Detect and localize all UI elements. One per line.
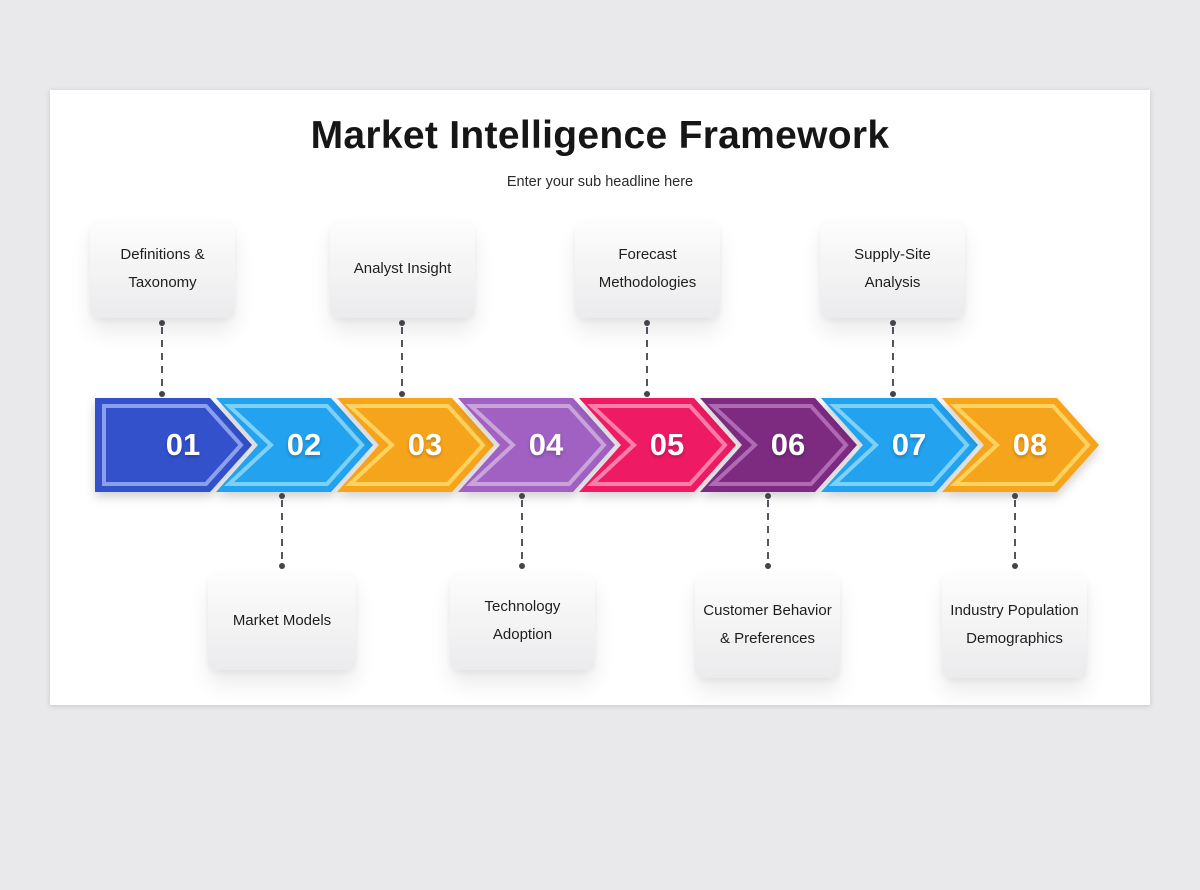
card-step-07: Supply-Site Analysis [820, 220, 965, 318]
card-step-06: Customer Behavior & Preferences [695, 572, 840, 678]
chevron-arrow-icon [216, 398, 373, 492]
timeline-band: 01 02 03 04 [50, 398, 1150, 492]
chevron-step-05-number: 05 [649, 427, 685, 462]
connector-step-04 [521, 500, 523, 562]
card-step-05-label: Forecast Methodologies [598, 246, 697, 291]
chevron-step-06-number: 06 [770, 427, 806, 462]
card-step-08: Industry Population Demographics [942, 572, 1087, 678]
card-step-07-label: Supply-Site Analysis [854, 246, 931, 291]
slide-canvas: Market Intelligence Framework Enter your… [50, 90, 1150, 705]
chevron-step-01-number: 01 [165, 427, 201, 462]
chevron-step-07: 07 [821, 398, 978, 492]
chevron-step-08-number: 08 [1012, 427, 1048, 462]
card-step-04: Technology Adoption [450, 572, 595, 670]
chevron-arrow-icon [579, 398, 736, 492]
connector-step-02 [281, 500, 283, 562]
chevron-step-02-number: 02 [286, 427, 322, 462]
chevron-step-07-number: 07 [891, 427, 927, 462]
chevron-step-04: 04 [458, 398, 615, 492]
chevron-step-04-number: 04 [528, 427, 564, 462]
chevron-step-08: 08 [942, 398, 1099, 492]
chevron-step-02: 02 [216, 398, 373, 492]
card-step-06-label: Customer Behavior & Preferences [703, 602, 832, 647]
chevron-arrow-icon [337, 398, 494, 492]
chevron-step-03-number: 03 [407, 427, 443, 462]
slide-title: Market Intelligence Framework [310, 114, 890, 157]
card-step-05: Forecast Methodologies [575, 220, 720, 318]
chevron-arrow-icon [95, 398, 252, 492]
chevron-arrow-icon [942, 398, 1099, 492]
card-step-08-label: Industry Population Demographics [950, 602, 1079, 647]
slide-subtitle: Enter your sub headline here [506, 174, 694, 190]
chevron-step-06: 06 [700, 398, 857, 492]
connector-step-05 [646, 327, 648, 390]
connector-step-06 [767, 500, 769, 562]
chevron-step-05: 05 [579, 398, 736, 492]
chevron-arrow-icon [700, 398, 857, 492]
chevron-arrow-icon [821, 398, 978, 492]
card-step-01-label: Definitions & Taxonomy [120, 246, 205, 291]
card-step-02-label: Market Models [232, 612, 332, 630]
connector-step-08 [1014, 500, 1016, 562]
connector-step-03 [401, 327, 403, 390]
connector-step-01 [161, 327, 163, 390]
chevron-step-01: 01 [95, 398, 252, 492]
card-step-01: Definitions & Taxonomy [90, 220, 235, 318]
chevron-step-03: 03 [337, 398, 494, 492]
chevron-arrow-icon [458, 398, 615, 492]
card-step-03-label: Analyst Insight [353, 260, 452, 278]
card-step-02: Market Models [208, 572, 356, 670]
card-step-04-label: Technology Adoption [484, 598, 561, 643]
connector-step-07 [892, 327, 894, 390]
card-step-03: Analyst Insight [330, 220, 475, 318]
